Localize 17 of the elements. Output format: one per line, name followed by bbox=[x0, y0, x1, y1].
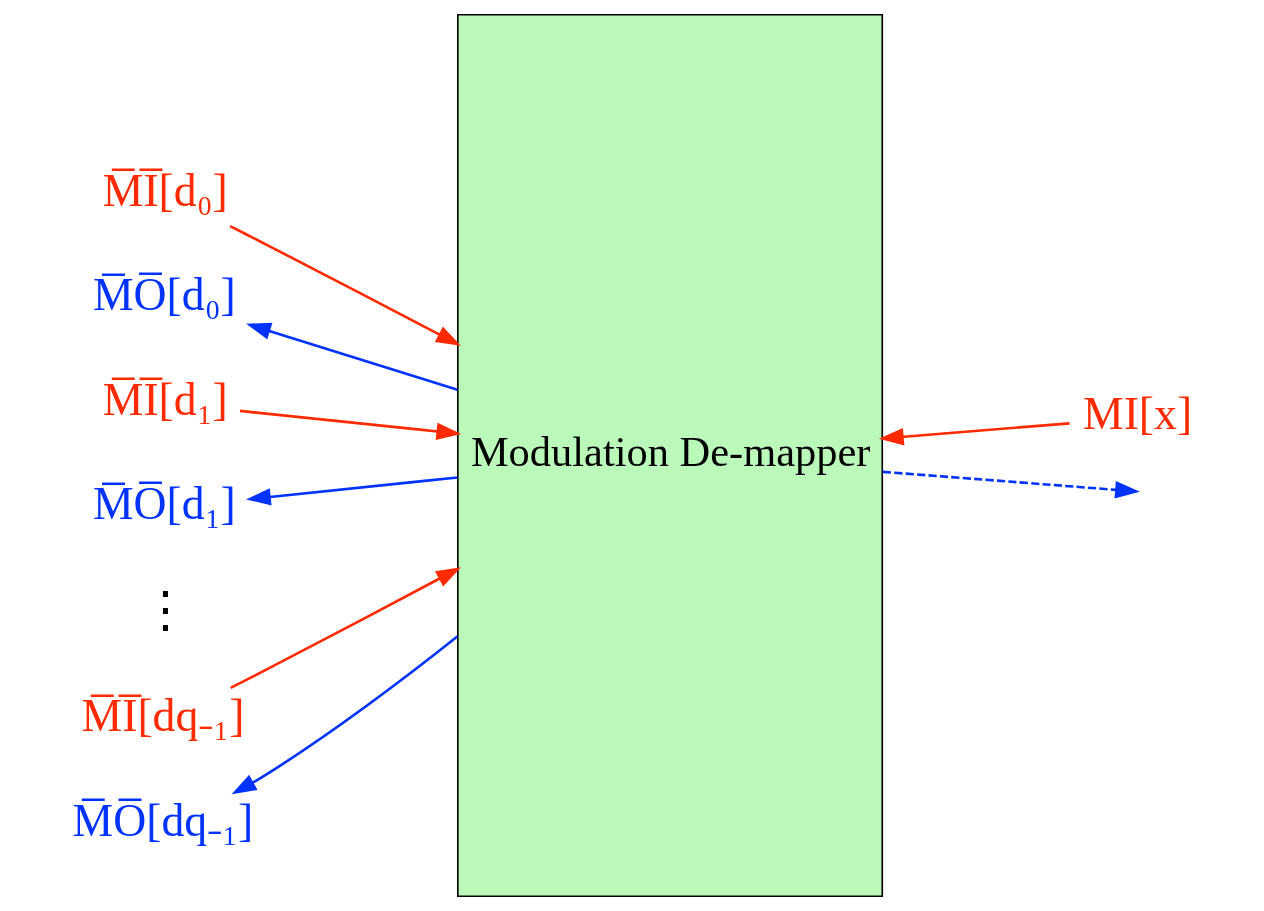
arrow bbox=[245, 322, 458, 391]
node-text: M̅I̅[d₁] bbox=[102, 373, 228, 425]
arrow bbox=[229, 225, 461, 346]
arrow bbox=[231, 635, 458, 795]
arrow bbox=[878, 422, 1070, 446]
label: ⋮ bbox=[140, 582, 190, 638]
arrow bbox=[229, 567, 461, 690]
arrow bbox=[239, 409, 461, 441]
arrow bbox=[245, 476, 458, 506]
node-text: M̅I̅[d₀] bbox=[102, 164, 228, 216]
node-box: Modulation De-mapper bbox=[456, 13, 883, 898]
arrow bbox=[882, 470, 1140, 499]
node-text: M̅O̅[d₀] bbox=[92, 269, 236, 321]
node-text: M̅O̅[dq₋₁] bbox=[72, 794, 253, 846]
node-text: MI[x] bbox=[1082, 388, 1192, 440]
node-text: M̅I̅[dq₋₁] bbox=[81, 690, 244, 742]
node-text: M̅O̅[d₁] bbox=[92, 478, 236, 529]
